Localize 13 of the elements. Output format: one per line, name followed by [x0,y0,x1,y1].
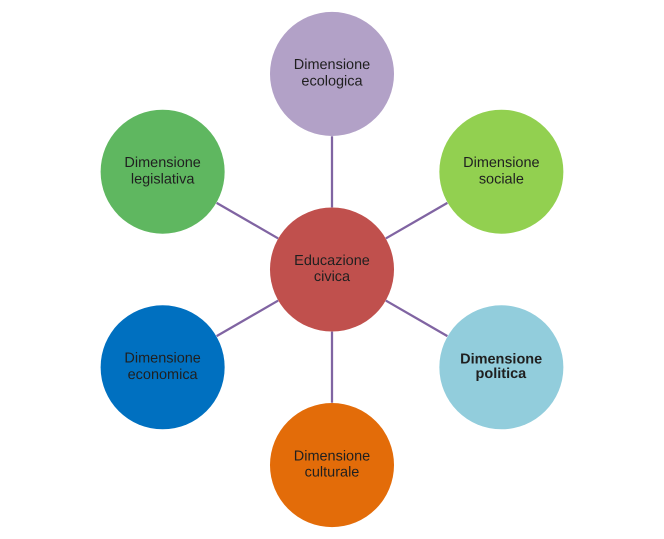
connector [330,136,334,208]
node-circle: Educazione civica [270,207,394,332]
node-circle: Dimensione economica [100,305,225,430]
node-circle: Dimensione ecologica [270,12,394,136]
node-circle: Dimensione culturale [270,403,394,528]
node-circle: Dimensione politica [439,305,564,430]
connector [216,202,279,240]
node-circle: Dimensione legislativa [100,110,225,234]
node-circle: Dimensione sociale [439,110,564,234]
connector [330,332,334,403]
connector [385,300,448,338]
connector [216,300,279,338]
connector [385,202,448,240]
